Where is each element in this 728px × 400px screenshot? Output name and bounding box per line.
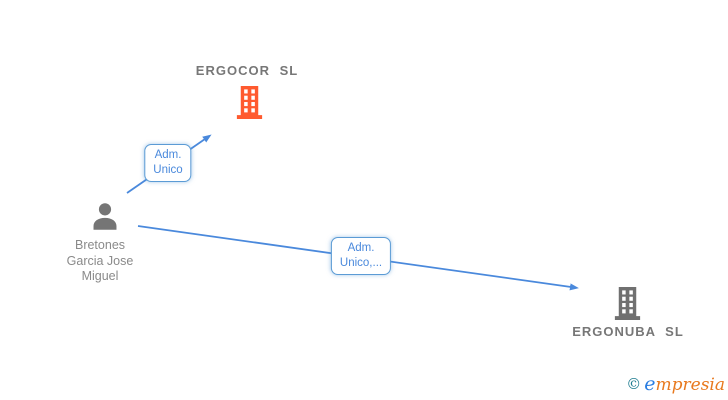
person-icon <box>88 203 122 238</box>
edge-label-line2: Unico <box>153 164 183 176</box>
company-name-ergonuba: ERGONUBA SL <box>572 324 684 339</box>
logo-letter-e: e <box>644 373 656 395</box>
logo-text: mpresia <box>655 375 726 395</box>
company-name-ergocor: ERGOCOR SL <box>195 63 299 78</box>
company-node-ergonuba[interactable] <box>611 286 644 326</box>
edge-label-adm-unico-truncated[interactable]: Adm. Unico,... <box>330 237 392 275</box>
person-name-line3: Miguel <box>81 269 119 283</box>
edge-label-line1: Adm. <box>154 149 182 161</box>
edge-label-adm-unico[interactable]: Adm. Unico <box>144 144 192 182</box>
building-icon <box>233 86 266 124</box>
building-icon <box>611 287 644 325</box>
edge-label-line2: Unico,... <box>339 257 383 269</box>
person-name-line1: Bretones <box>74 238 126 252</box>
person-name: Bretones Garcia Jose Miguel <box>25 238 175 285</box>
copyright-icon: © <box>626 375 642 393</box>
empresia-logo[interactable]: ©empresia <box>626 373 725 395</box>
company-node-ergocor[interactable] <box>233 85 266 125</box>
person-node-bretones[interactable] <box>88 200 122 239</box>
person-name-line2: Garcia Jose <box>66 253 134 268</box>
edge-label-line1: Adm. <box>347 242 375 254</box>
